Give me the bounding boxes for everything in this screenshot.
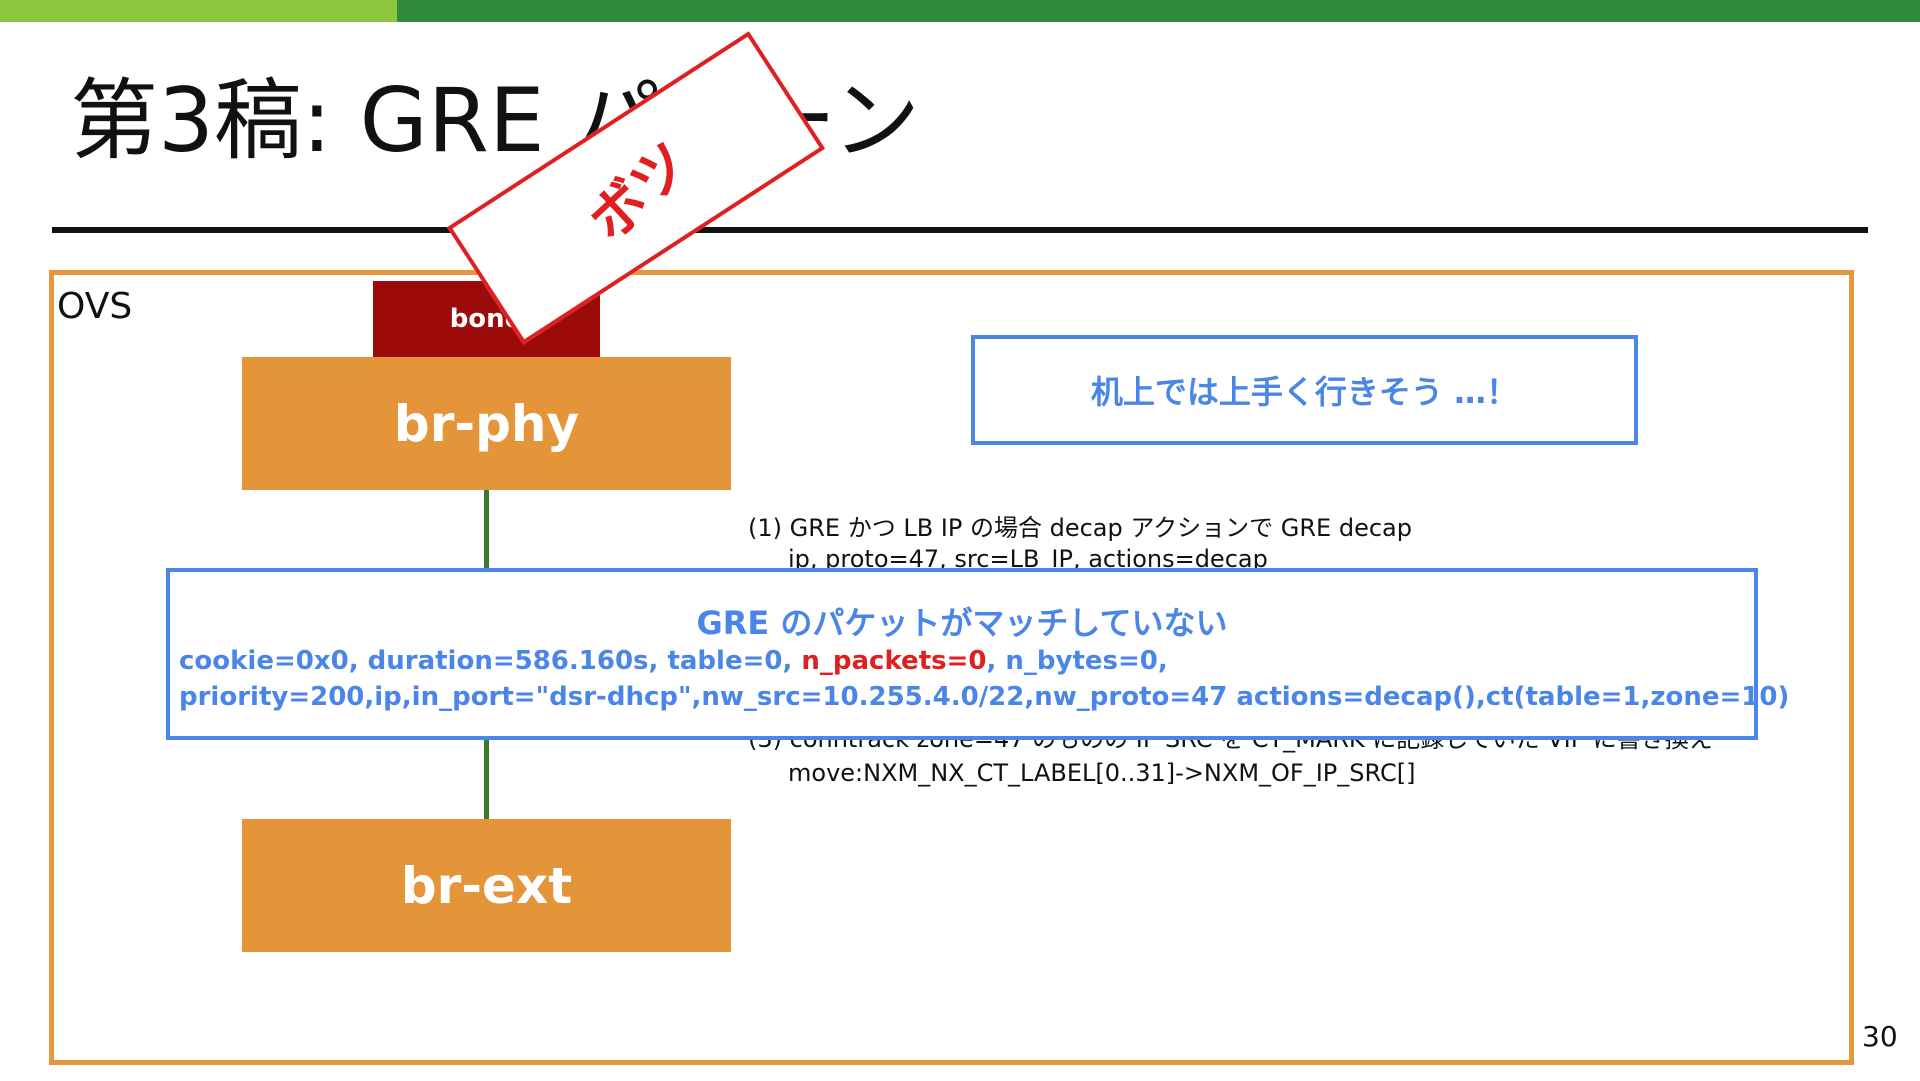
- rejected-stamp-text: ボツ: [576, 129, 703, 254]
- step-1-text: (1) GRE かつ LB IP の場合 decap アクションで GRE de…: [748, 514, 1412, 542]
- title-divider: [52, 227, 1868, 233]
- flow-dump-line-1: cookie=0x0, duration=586.160s, table=0, …: [179, 646, 1168, 676]
- step-3-code: move:NXM_NX_CT_LABEL[0..31]->NXM_OF_IP_S…: [788, 759, 1416, 787]
- br-ext-box: br-ext: [242, 819, 731, 952]
- flow-match-title: GRE のパケットがマッチしていない: [696, 604, 1228, 642]
- flow-dump-line-1-start: cookie=0x0, duration=586.160s, table=0,: [179, 646, 802, 676]
- flow-match-callout: GRE のパケットがマッチしていない cookie=0x0, duration=…: [166, 568, 1789, 740]
- br-phy-box: br-phy: [242, 357, 731, 490]
- flow-dump-line-2: priority=200,ip,in_port="dsr-dhcp",nw_sr…: [179, 682, 1790, 712]
- n-packets-highlight: n_packets=0: [801, 646, 987, 676]
- header-accent-bar-light: [0, 0, 397, 22]
- note-callout: 机上では上手く行きそう …！: [971, 335, 1638, 445]
- flow-dump-line-1-end: , n_bytes=0,: [986, 646, 1168, 676]
- page-number: 30: [1862, 1020, 1898, 1053]
- ovs-label: OVS: [57, 286, 133, 327]
- header-accent-bar-dark: [397, 0, 1920, 22]
- ovs-frame: [49, 270, 1854, 1065]
